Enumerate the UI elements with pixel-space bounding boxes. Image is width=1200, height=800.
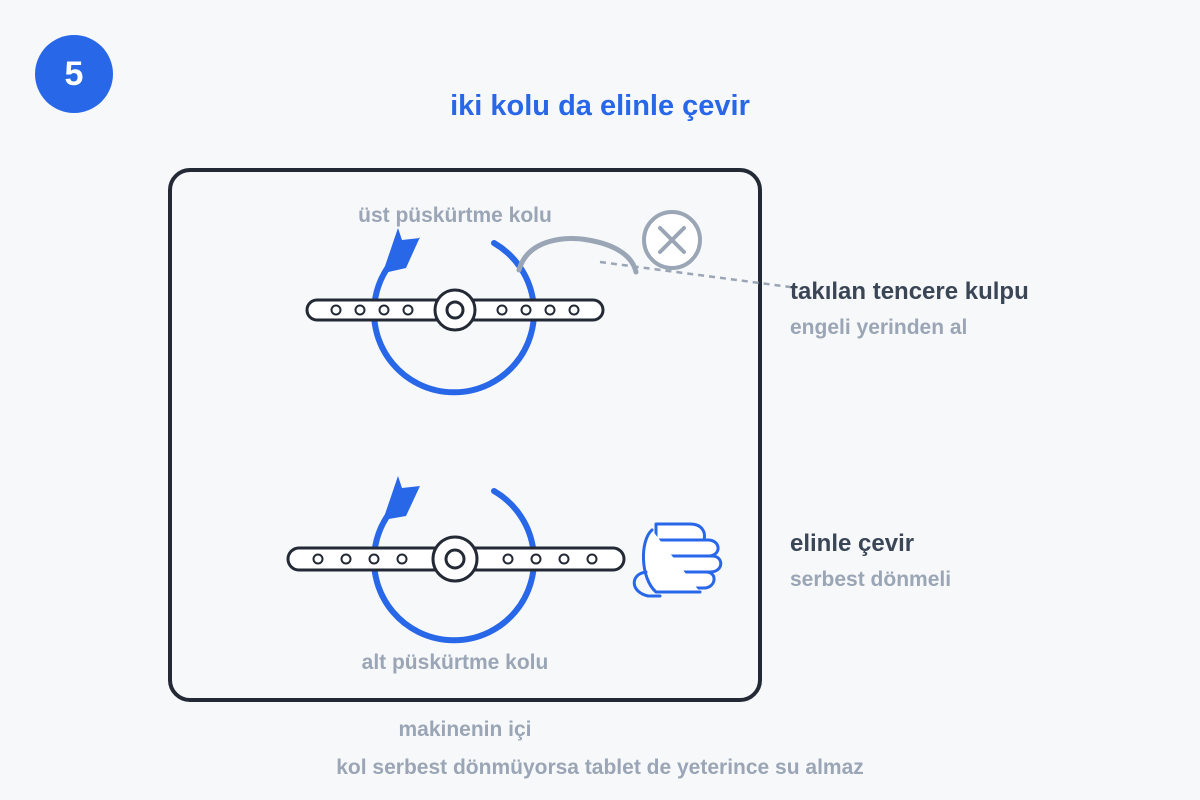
upper-spray-arm xyxy=(305,228,605,396)
rotate-callout-title: elinle çevir xyxy=(790,530,915,557)
step-number: 5 xyxy=(64,55,84,93)
pot-handle-shape xyxy=(516,236,639,275)
page-title: iki kolu da elinle çevir xyxy=(450,90,750,122)
upper-rotation-arrowhead xyxy=(383,228,420,272)
lower-arm-nozzles xyxy=(312,553,598,565)
step-badge: 5 xyxy=(35,35,113,113)
pot-handle-obstacle xyxy=(516,210,791,289)
lower-arm-label: alt püskürtme kolu xyxy=(361,651,549,674)
lower-spray-arm xyxy=(286,476,626,644)
x-circle-icon xyxy=(642,210,702,270)
obstacle-callout-title: takılan tencere kulpu xyxy=(790,278,1029,305)
upper-arm-hub-center xyxy=(445,300,465,320)
rotate-callout-subtitle: serbest dönmeli xyxy=(790,568,952,591)
lower-rotation-arrowhead-base xyxy=(383,476,420,520)
lower-rotation-arc xyxy=(371,488,537,644)
upper-arm-nozzles xyxy=(330,304,580,316)
lower-arm-hub-center xyxy=(444,548,466,570)
upper-rotation-arc xyxy=(371,240,537,396)
fist-icon xyxy=(632,522,723,598)
upper-arm-label: üst püskürtme kolu xyxy=(358,204,552,227)
machine-interior-frame xyxy=(168,168,762,702)
interior-caption: makinenin içi xyxy=(398,718,532,741)
obstacle-leader-line xyxy=(599,260,791,289)
upper-rotation-arrowhead-tip xyxy=(384,237,420,273)
footer-note: kol serbest dönmüyorsa tablet de yeterin… xyxy=(336,756,864,779)
obstacle-callout-subtitle: engeli yerinden al xyxy=(790,316,968,339)
